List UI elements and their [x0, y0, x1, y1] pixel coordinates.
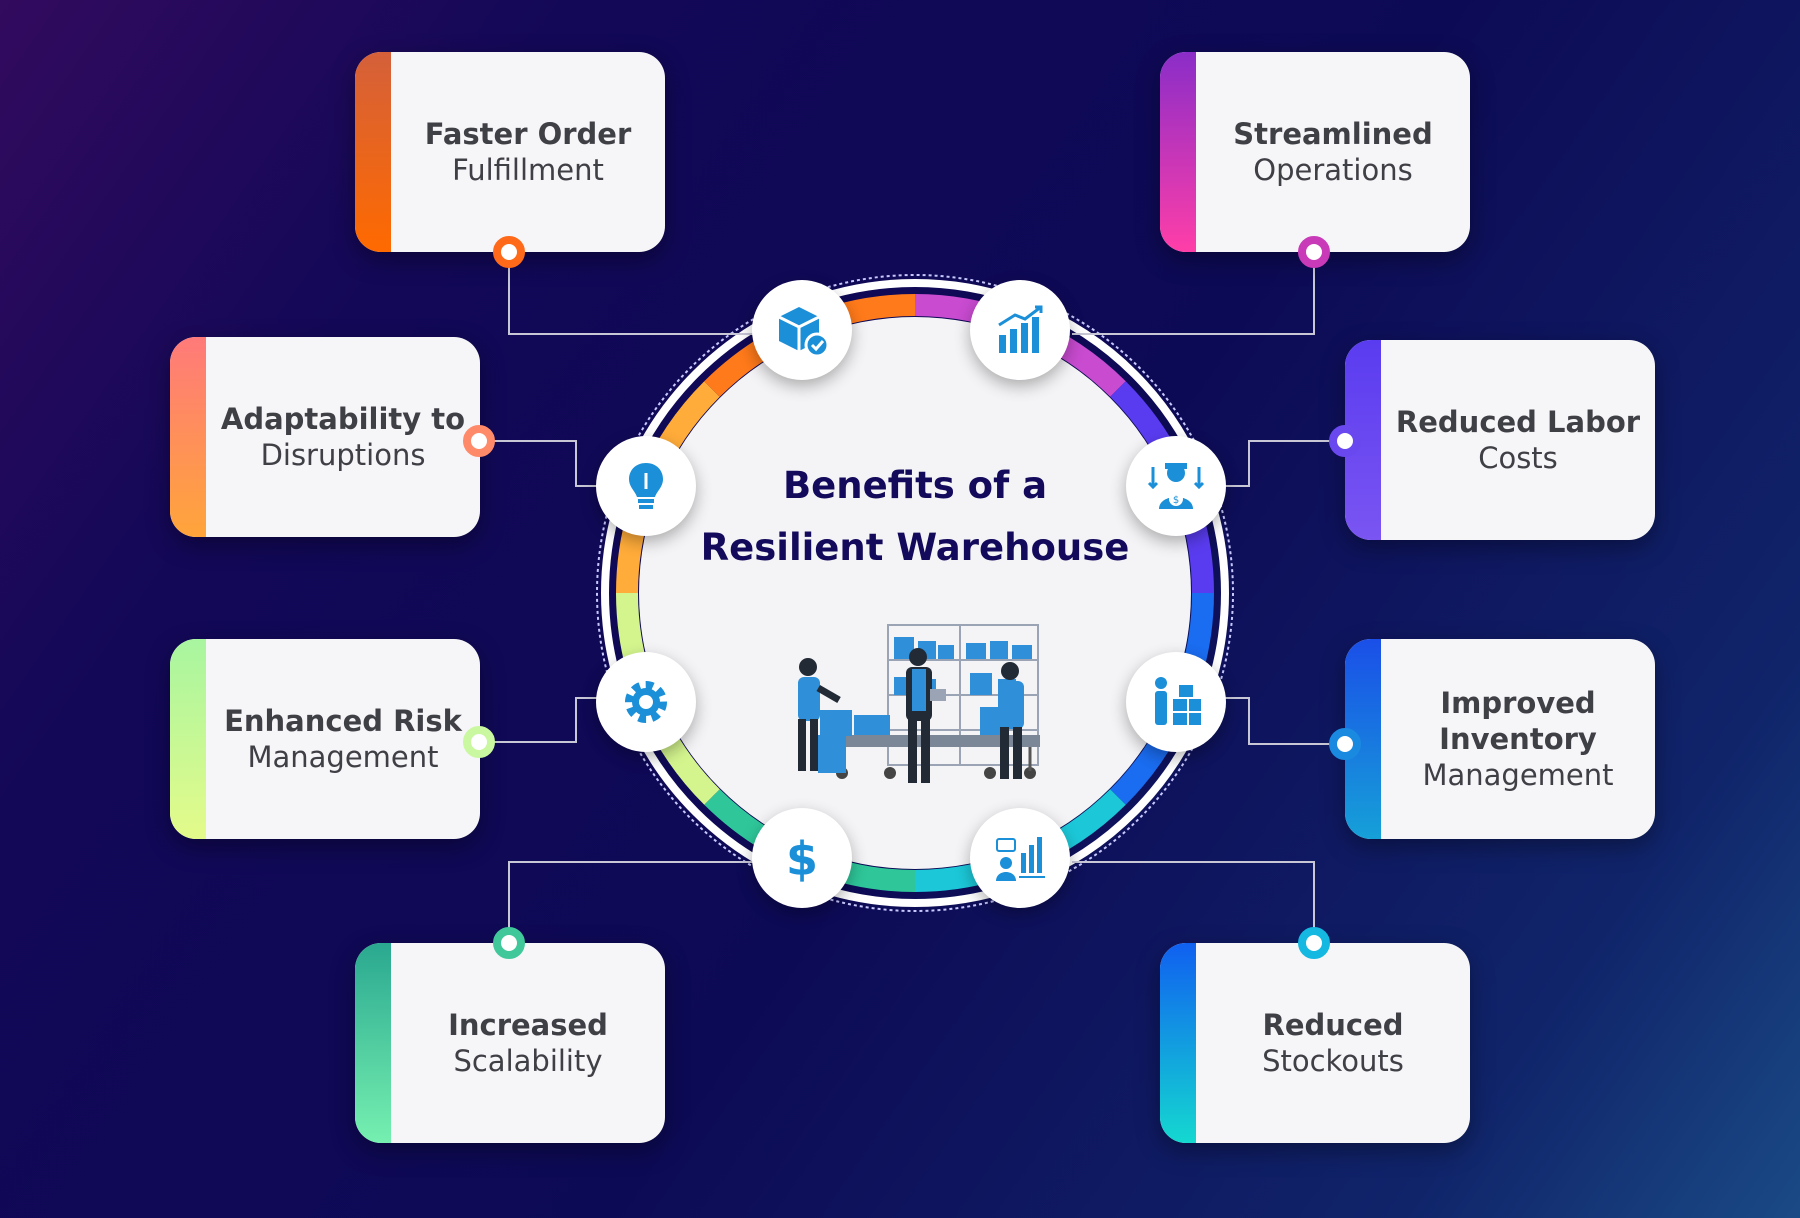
card-title: Faster Order	[424, 117, 632, 151]
growth-chart-icon	[970, 280, 1070, 380]
inner-disc	[639, 317, 1191, 869]
svg-text:$: $	[786, 832, 818, 886]
card-subtitle: Operations	[1253, 153, 1413, 187]
worker-1	[798, 658, 841, 771]
connector-dot	[463, 425, 495, 457]
card-subtitle: Management	[1422, 758, 1614, 792]
card-subtitle: Management	[247, 740, 439, 774]
outer-white-ring	[601, 279, 1229, 907]
card-title: Improved Inventory	[1439, 686, 1597, 756]
stock-analytics-icon	[970, 808, 1070, 908]
dollar-icon: $	[752, 808, 852, 908]
card-accent-bar	[170, 639, 206, 839]
card-title: Adaptability to	[220, 402, 466, 436]
labor-cost-icon: $	[1126, 436, 1226, 536]
connector-dot	[493, 927, 525, 959]
card-subtitle: Scalability	[453, 1044, 603, 1078]
card-subtitle: Costs	[1478, 441, 1558, 475]
title-line-2: Resilient Warehouse	[700, 526, 1130, 569]
card-accent-bar	[355, 52, 391, 252]
connector-dot	[1298, 927, 1330, 959]
card-accent-bar	[1160, 943, 1196, 1143]
card-title: Reduced	[1262, 1008, 1404, 1042]
card-accent-bar	[355, 943, 391, 1143]
warehouse-workers-illustration	[798, 624, 1040, 783]
connector-dot	[1298, 236, 1330, 268]
connector-dot	[463, 726, 495, 758]
card-title: Enhanced Risk	[224, 704, 462, 738]
connector-dot	[493, 236, 525, 268]
card-subtitle: Stockouts	[1262, 1044, 1404, 1078]
box-check-icon	[752, 280, 852, 380]
card-subtitle: Disruptions	[260, 438, 426, 472]
worker-2	[906, 648, 946, 783]
card-subtitle: Fulfillment	[452, 153, 604, 187]
inventory-worker-icon	[1126, 652, 1226, 752]
connector-dot	[1329, 425, 1361, 457]
card-title: Reduced Labor	[1395, 405, 1641, 439]
lightbulb-icon	[596, 436, 696, 536]
worker-3	[998, 662, 1024, 779]
card-title: Increased	[448, 1008, 608, 1042]
svg-text:$: $	[1173, 495, 1179, 506]
diagram-title: Benefits of a Resilient Warehouse	[655, 455, 1175, 579]
card-accent-bar	[1160, 52, 1196, 252]
connector-dot	[1329, 728, 1361, 760]
card-title: Streamlined	[1233, 117, 1433, 151]
title-line-1: Benefits of a	[782, 464, 1048, 507]
gear-icon	[596, 652, 696, 752]
outer-ring	[596, 274, 1234, 912]
card-accent-bar	[170, 337, 206, 537]
